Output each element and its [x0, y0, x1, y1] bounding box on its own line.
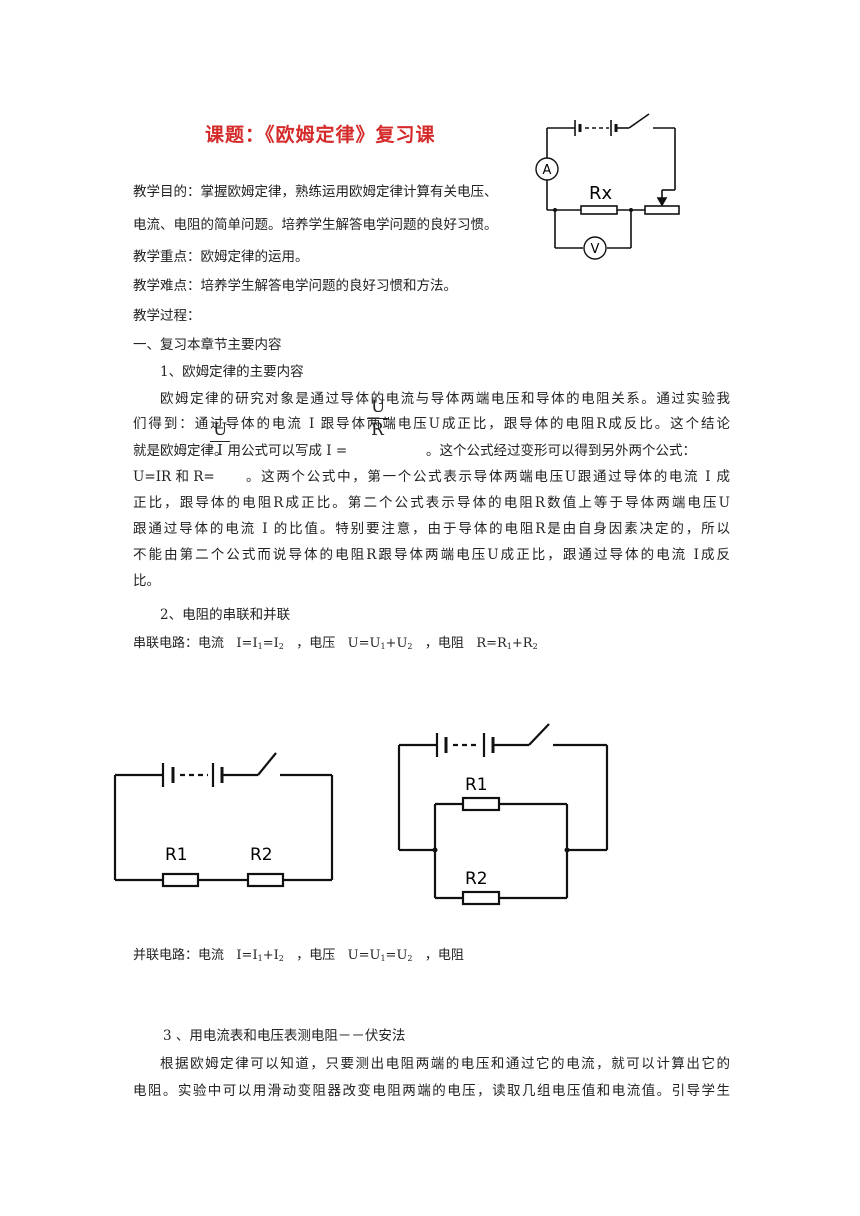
parallel-resistor-r2 [461, 890, 501, 906]
para1-line-8: 比。 [133, 573, 160, 589]
parallel-resistor-r1 [461, 796, 501, 812]
para1-line-3a: 就是欧姆定律。用公式可以写成 I = [133, 443, 348, 459]
subsection-2-heading: 2、电阻的串联和并联 [160, 607, 291, 623]
subsection-3-heading: 3 、用电流表和电压表测电阻－－伏安法 [163, 1028, 406, 1044]
section-1-heading: 一、复习本章节主要内容 [133, 337, 282, 353]
fraction-denominator-i: I [217, 441, 223, 459]
parallel-r2-label: R2 [465, 869, 488, 889]
fraction-numerator-u-2: U [213, 420, 228, 440]
parallel-formulas: 并联电路：电流 I=I1+I2 ，电压 U=U1=U2 ，电阻 [133, 948, 464, 963]
circuit-diagram-voltammetry: A V Rx [535, 113, 680, 260]
series-formulas: 串联电路：电流 I=I1=I2 ，电压 U=U1+U2 ，电阻 R=R1+R2 [133, 636, 538, 651]
para1-line-2: 们得到：通过导体的电流 I 跟导体两端电压U成正比，跟导体的电阻R成反比。这个结… [133, 416, 730, 432]
process-heading: 教学过程： [133, 308, 201, 324]
series-r1-label: R1 [165, 845, 188, 865]
series-label: 串联电路：电流 [133, 636, 225, 651]
fraction-numerator-u: U [371, 397, 386, 417]
resistor-rx [580, 205, 618, 215]
objective-line-1: 教学目的：掌握欧姆定律，熟练运用欧姆定律计算有关电压、 [133, 184, 498, 200]
fraction-bar [367, 418, 389, 419]
key-point: 教学重点：欧姆定律的运用。 [133, 249, 309, 265]
page-title: 课题：《欧姆定律》复习课 [205, 124, 436, 146]
subsection-1-heading: 1、欧姆定律的主要内容 [160, 364, 304, 380]
parallel-r1-label: R1 [465, 775, 488, 795]
fraction-bar-2 [210, 441, 230, 442]
voltmeter [583, 236, 607, 260]
resistor-r1 [161, 872, 200, 888]
para3-line-2: 电阻。实验中可以用滑动变阻器改变电阻两端的电压，读取几组电压值和电流值。引导学生 [133, 1083, 730, 1099]
ammeter [535, 157, 559, 181]
para1-line-1: 欧姆定律的研究对象是通过导体的电流与导体两端电压和导体的电阻关系。通过实验我 [160, 391, 730, 407]
series-circuit-diagram: R1 R2 [113, 752, 334, 888]
para1-line-5: 正比，跟导体的电阻R成正比。第二个公式表示导体的电阻R数值上等于导体两端电压U [133, 495, 730, 511]
fraction-denominator-r: R [371, 420, 384, 440]
resistor-rx-label: Rx [589, 183, 613, 204]
para1-line-4b: 。这两个公式中，第一个公式表示导体两端电压U跟通过导体的电流 I 成 [246, 469, 730, 485]
switch [628, 113, 650, 129]
switch [528, 723, 550, 746]
parallel-label: 并联电路：电流 [133, 948, 225, 963]
ammeter-label: A [543, 163, 552, 178]
rheostat [644, 205, 680, 215]
voltmeter-label: V [591, 242, 600, 257]
para1-line-6: 跟通过导体的电流 I 的比值。特别要注意，由于导体的电阻R是由自身因素决定的，所… [133, 521, 730, 537]
para1-line-4a: U=IR 和 R= [133, 469, 215, 485]
parallel-circuit-diagram: R1 R2 [397, 723, 609, 906]
difficulty: 教学难点：培养学生解答电学问题的良好习惯和方法。 [133, 278, 457, 294]
para1-line-3b: 。这个公式经过变形可以得到另外两个公式： [426, 443, 696, 459]
para3-line-1: 根据欧姆定律可以知道，只要测出电阻两端的电压和通过它的电流，就可以计算出它的 [160, 1056, 730, 1072]
para1-line-7: 不能由第二个公式而说导体的电阻R跟导体两端电压U成正比，跟通过导体的电流 I成反 [133, 547, 730, 563]
resistor-r2 [246, 872, 285, 888]
switch [257, 752, 277, 776]
series-r2-label: R2 [250, 845, 273, 865]
objective-line-2: 电流、电阻的简单问题。培养学生解答电学问题的良好习惯。 [133, 217, 498, 233]
